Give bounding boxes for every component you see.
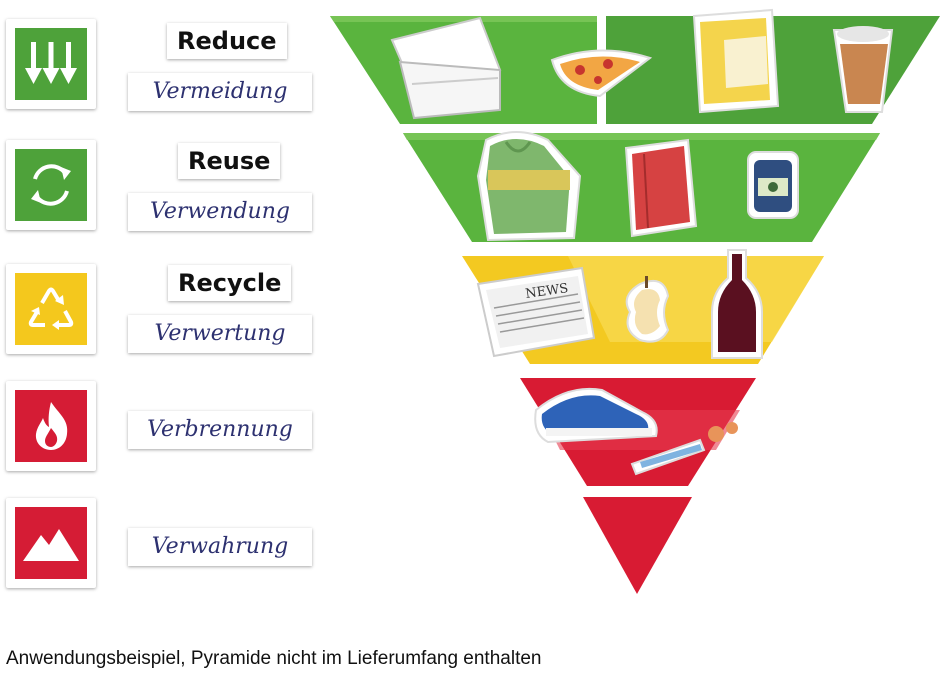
label-german-verwertung: Verwertung xyxy=(128,315,312,353)
pyramid-level-landfill xyxy=(583,497,692,594)
book-item xyxy=(624,138,698,238)
reuse-icon-card xyxy=(6,140,96,230)
label-english-reuse: Reuse xyxy=(178,143,281,179)
reduce-icon-card xyxy=(6,19,96,109)
paper-cup-item xyxy=(832,26,894,113)
label-german-vermeidung: Vermeidung xyxy=(128,73,312,111)
label-english-reduce: Reduce xyxy=(167,23,287,59)
incineration-icon-card xyxy=(6,381,96,471)
pizza-slice-item xyxy=(550,49,653,98)
newspaper-item: NEWS xyxy=(476,266,596,358)
label-german-verbrennung: Verbrennung xyxy=(128,411,312,449)
bottle-item xyxy=(711,249,763,359)
sneaker-item xyxy=(534,387,658,444)
label-english-recycle: Recycle xyxy=(168,265,292,301)
down-arrows-icon xyxy=(15,28,87,100)
landfill-icon-card xyxy=(6,498,96,588)
recycle-icon xyxy=(15,273,87,345)
flame-icon xyxy=(15,390,87,462)
mountain-icon xyxy=(15,507,87,579)
label-german-verwendung: Verwendung xyxy=(128,193,312,231)
apple-core-item xyxy=(625,276,670,343)
jar-item xyxy=(747,151,799,219)
recycle-icon-card xyxy=(6,264,96,354)
cereal-box-item xyxy=(692,8,780,114)
caption: Anwendungsbeispiel, Pyramide nicht im Li… xyxy=(6,648,542,669)
waste-hierarchy-pyramid: NEWS xyxy=(330,8,940,594)
circular-arrows-icon xyxy=(15,149,87,221)
takeaway-box-item xyxy=(390,16,502,120)
hoodie-item xyxy=(476,131,582,242)
label-german-verwahrung: Verwahrung xyxy=(128,528,312,566)
pencil-shavings-item xyxy=(630,422,738,476)
